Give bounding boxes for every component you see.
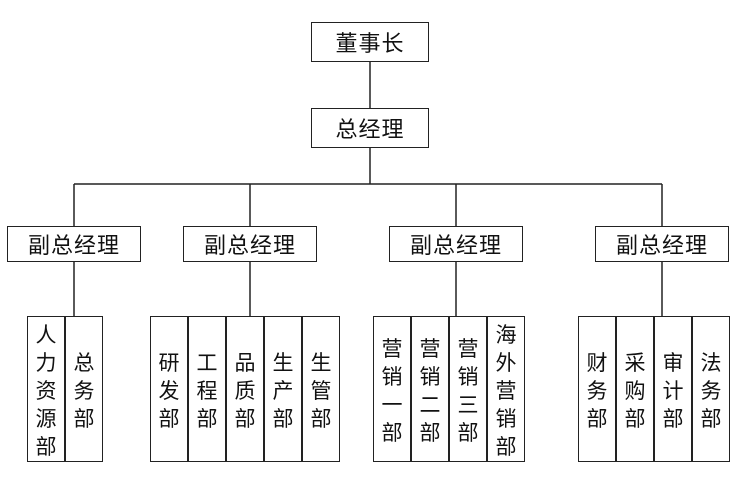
general-manager-label: 总经理 bbox=[335, 118, 405, 143]
dept-label: 工程部 bbox=[196, 351, 218, 431]
dept-box-sales-3: 营销三部 bbox=[449, 316, 487, 462]
dept-label: 海外营销部 bbox=[495, 323, 517, 459]
dept-box-finance: 财务部 bbox=[578, 316, 616, 462]
dept-box-general-affairs: 总务部 bbox=[65, 316, 103, 462]
dept-label: 生管部 bbox=[310, 351, 332, 431]
dept-label: 营销二部 bbox=[419, 337, 441, 445]
vice-manager-label: 副总经理 bbox=[615, 234, 708, 259]
vice-manager-box-3: 副总经理 bbox=[389, 226, 523, 262]
vice-manager-box-2: 副总经理 bbox=[183, 226, 317, 262]
dept-label: 财务部 bbox=[586, 351, 608, 431]
chairman-label: 董事长 bbox=[335, 32, 405, 57]
dept-label: 人力资源部 bbox=[35, 323, 57, 459]
dept-box-audit: 审计部 bbox=[654, 316, 692, 462]
dept-box-engineering: 工程部 bbox=[188, 316, 226, 462]
dept-box-overseas-sales: 海外营销部 bbox=[487, 316, 525, 462]
vice-manager-box-4: 副总经理 bbox=[595, 226, 729, 262]
dept-box-sales-1: 营销一部 bbox=[373, 316, 411, 462]
vice-manager-box-1: 副总经理 bbox=[7, 226, 141, 262]
chairman-box: 董事长 bbox=[311, 22, 429, 62]
vice-manager-label: 副总经理 bbox=[203, 234, 296, 259]
vice-manager-label: 副总经理 bbox=[409, 234, 502, 259]
dept-box-production-control: 生管部 bbox=[302, 316, 340, 462]
general-manager-box: 总经理 bbox=[311, 108, 429, 148]
dept-label: 品质部 bbox=[234, 351, 256, 431]
dept-label: 审计部 bbox=[662, 351, 684, 431]
dept-label: 生产部 bbox=[272, 351, 294, 431]
dept-label: 采购部 bbox=[624, 351, 646, 431]
dept-label: 营销三部 bbox=[457, 337, 479, 445]
dept-label: 总务部 bbox=[73, 351, 95, 431]
dept-box-purchasing: 采购部 bbox=[616, 316, 654, 462]
dept-box-production: 生产部 bbox=[264, 316, 302, 462]
dept-box-quality: 品质部 bbox=[226, 316, 264, 462]
dept-box-hr: 人力资源部 bbox=[27, 316, 65, 462]
dept-box-rd: 研发部 bbox=[150, 316, 188, 462]
dept-box-legal: 法务部 bbox=[692, 316, 730, 462]
dept-label: 研发部 bbox=[158, 351, 180, 431]
dept-label: 法务部 bbox=[700, 351, 722, 431]
dept-box-sales-2: 营销二部 bbox=[411, 316, 449, 462]
vice-manager-label: 副总经理 bbox=[27, 234, 120, 259]
dept-label: 营销一部 bbox=[381, 337, 403, 445]
